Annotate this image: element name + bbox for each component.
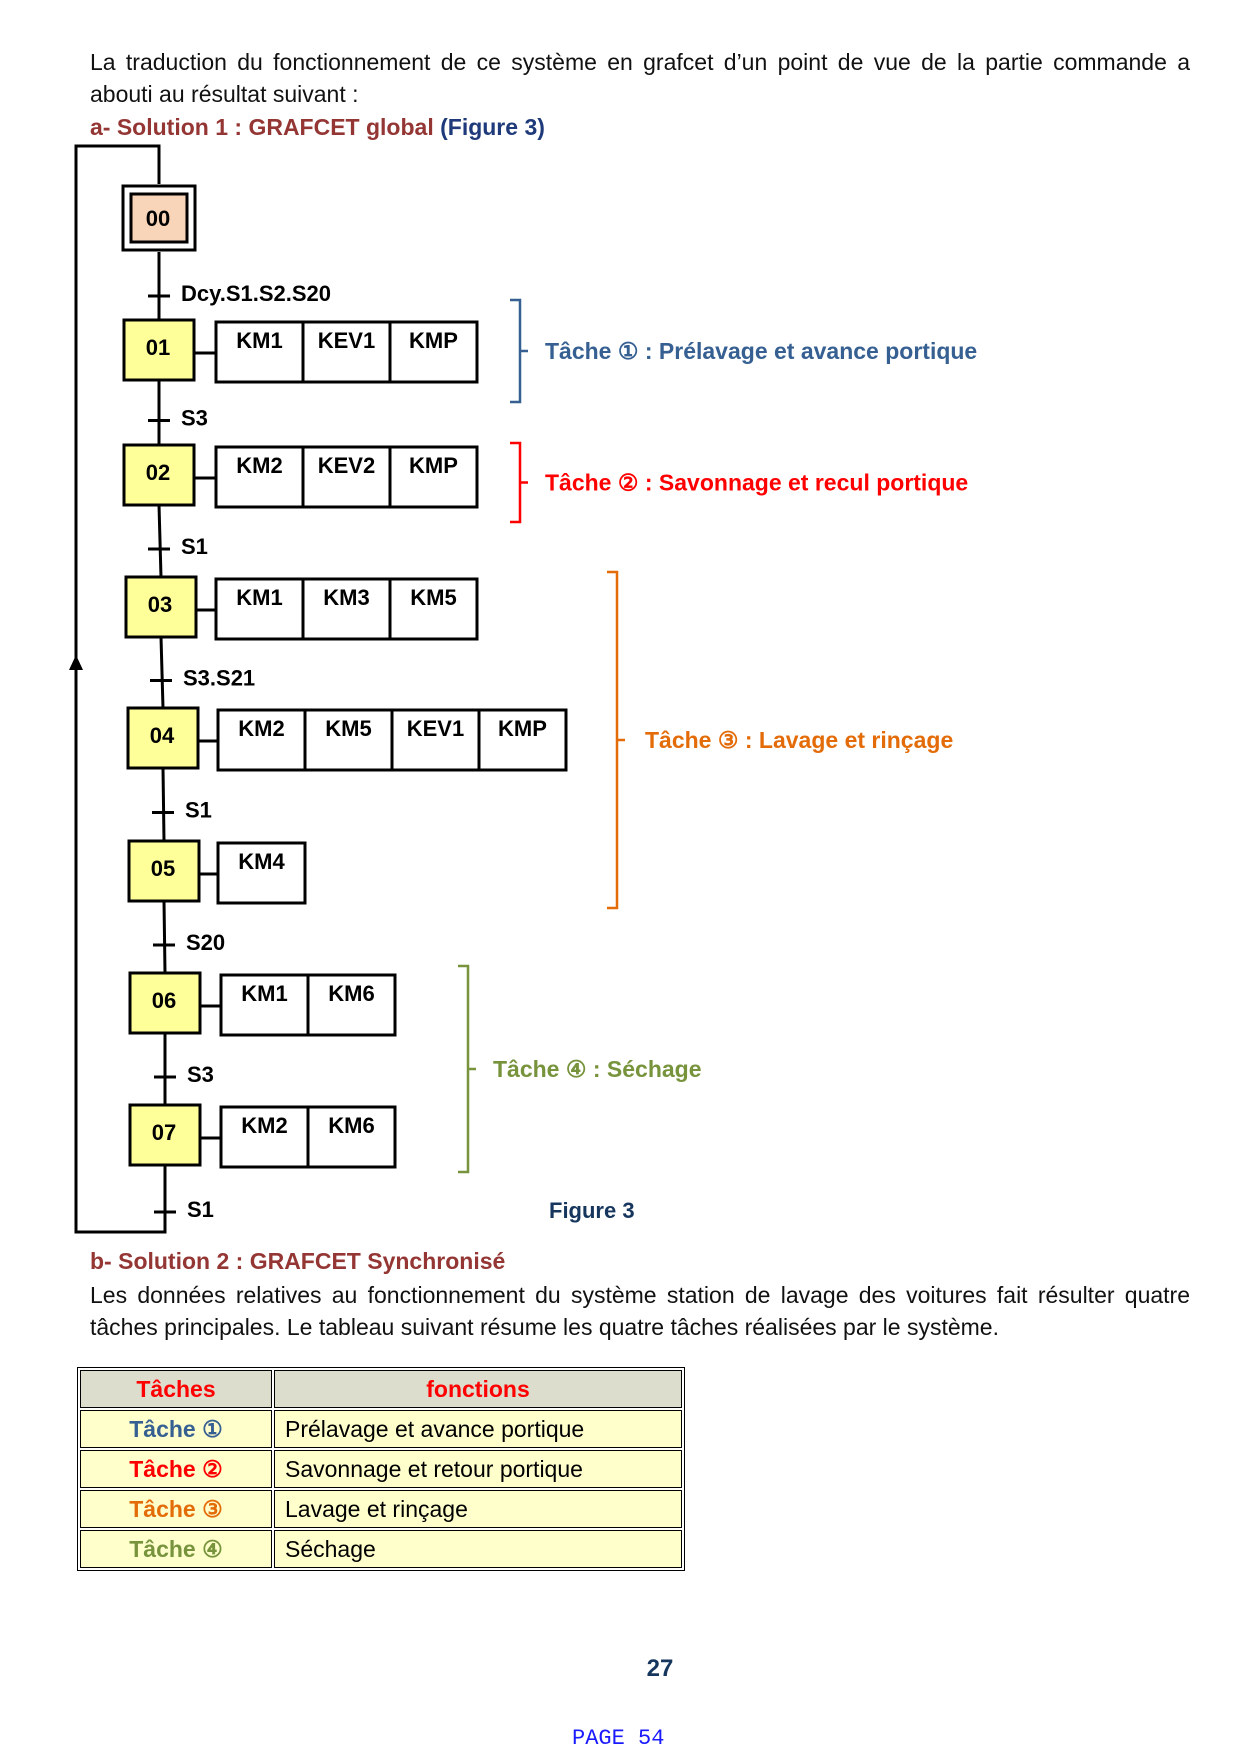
step-number: 04 [150, 723, 175, 748]
step-link [162, 900, 167, 974]
header-fonctions: fonctions [274, 1370, 682, 1408]
table-row: Tâche ② Savonnage et retour portique [80, 1450, 682, 1488]
function-cell: Séchage [274, 1530, 682, 1568]
loop-back-line [74, 144, 167, 1234]
task-label: Tâche ① : Prélavage et avance portique [545, 338, 977, 364]
step-number: 06 [152, 988, 176, 1013]
solution1-title: a- Solution 1 : GRAFCET global [90, 114, 434, 140]
task-label: Tâche ③ : Lavage et rinçage [645, 727, 953, 753]
table-row: Tâche ④ Séchage [80, 1530, 682, 1568]
action-box [388, 320, 479, 384]
action-box [477, 708, 568, 772]
table-header-row: Tâches fonctions [80, 1370, 682, 1408]
table-row: Tâche ① Prélavage et avance portique [80, 1410, 682, 1448]
step-link [161, 767, 166, 842]
transition-label: S3 [187, 1062, 214, 1087]
table-row: Tâche ③ Lavage et rinçage [80, 1490, 682, 1528]
figure-caption: Figure 3 [549, 1198, 635, 1223]
task-cell: Tâche ① [80, 1410, 272, 1448]
action-label: KM1 [241, 981, 287, 1006]
step-number: 05 [151, 856, 175, 881]
step-box [128, 971, 202, 1035]
transition-label: S20 [186, 930, 225, 955]
transition-label: S3 [181, 406, 208, 431]
action-label: KM1 [236, 585, 282, 610]
action-box [306, 973, 397, 1037]
tasks-table: Tâches fonctions Tâche ① Prélavage et av… [77, 1367, 685, 1571]
solution2-heading: b- Solution 2 : GRAFCET Synchronisé [90, 1248, 506, 1274]
action-box [388, 445, 479, 509]
step-number: 01 [146, 335, 170, 360]
transition-label: S1 [181, 534, 208, 559]
action-label: KMP [409, 453, 458, 478]
action-label: KMP [409, 328, 458, 353]
step-number: 03 [148, 592, 172, 617]
page-number: 27 [646, 1655, 674, 1682]
action-label: KM6 [328, 1113, 374, 1138]
action-box [216, 841, 307, 905]
step-box [128, 1103, 202, 1167]
step-box [122, 318, 196, 382]
task-cell: Tâche ④ [80, 1530, 272, 1568]
function-cell: Lavage et rinçage [274, 1490, 682, 1528]
transition-label: S1 [185, 798, 212, 823]
solution1-heading: a- Solution 1 : GRAFCET global (Figure 3… [90, 114, 545, 141]
action-box [306, 1105, 397, 1169]
action-box [216, 708, 307, 772]
step-box [122, 443, 196, 507]
action-label: KM4 [238, 849, 285, 874]
action-box [214, 445, 305, 509]
action-label: KMP [498, 716, 547, 741]
figure-reference: (Figure 3) [440, 114, 545, 140]
task-brace [458, 964, 470, 1174]
action-box [301, 577, 392, 641]
action-label: KM5 [410, 585, 456, 610]
header-taches: Tâches [80, 1370, 272, 1408]
action-label: KM2 [236, 453, 282, 478]
solution2-paragraph: Les données relatives au fonctionnement … [90, 1282, 1190, 1340]
function-cell: Savonnage et retour portique [274, 1450, 682, 1488]
transition-label: S1 [187, 1197, 214, 1222]
transition-label: S3.S21 [183, 666, 255, 691]
transition-label: Dcy.S1.S2.S20 [181, 281, 331, 306]
task-label: Tâche ④ : Séchage [493, 1056, 702, 1082]
task-brace [607, 570, 619, 910]
action-label: KM5 [325, 716, 371, 741]
arrow-up-icon [69, 655, 83, 670]
task-brace [510, 298, 522, 404]
action-label: KM6 [328, 981, 374, 1006]
step-number: 00 [146, 206, 170, 231]
task-cell: Tâche ② [80, 1450, 272, 1488]
action-label: KEV1 [318, 328, 375, 353]
action-box [388, 577, 479, 641]
step-link [159, 636, 165, 709]
action-label: KM3 [323, 585, 369, 610]
intro-paragraph: La traduction du fonctionnement de ce sy… [90, 49, 1190, 107]
step-link [157, 504, 163, 578]
action-box [303, 708, 394, 772]
task-brace [510, 441, 522, 524]
step-box [126, 706, 200, 770]
action-label: KM1 [236, 328, 282, 353]
initial-step-box [129, 192, 189, 244]
step-box [127, 839, 201, 903]
action-label: KEV2 [318, 453, 375, 478]
action-box [301, 445, 392, 509]
step-number: 07 [152, 1120, 176, 1145]
task-label: Tâche ② : Savonnage et recul portique [545, 470, 968, 496]
action-label: KM2 [241, 1113, 287, 1138]
action-box [214, 577, 305, 641]
step-number: 02 [146, 460, 170, 485]
page-label: PAGE 54 [572, 1726, 665, 1751]
action-label: KM2 [238, 716, 284, 741]
function-cell: Prélavage et avance portique [274, 1410, 682, 1448]
action-label: KEV1 [407, 716, 464, 741]
task-cell: Tâche ③ [80, 1490, 272, 1528]
step-box [124, 575, 198, 639]
